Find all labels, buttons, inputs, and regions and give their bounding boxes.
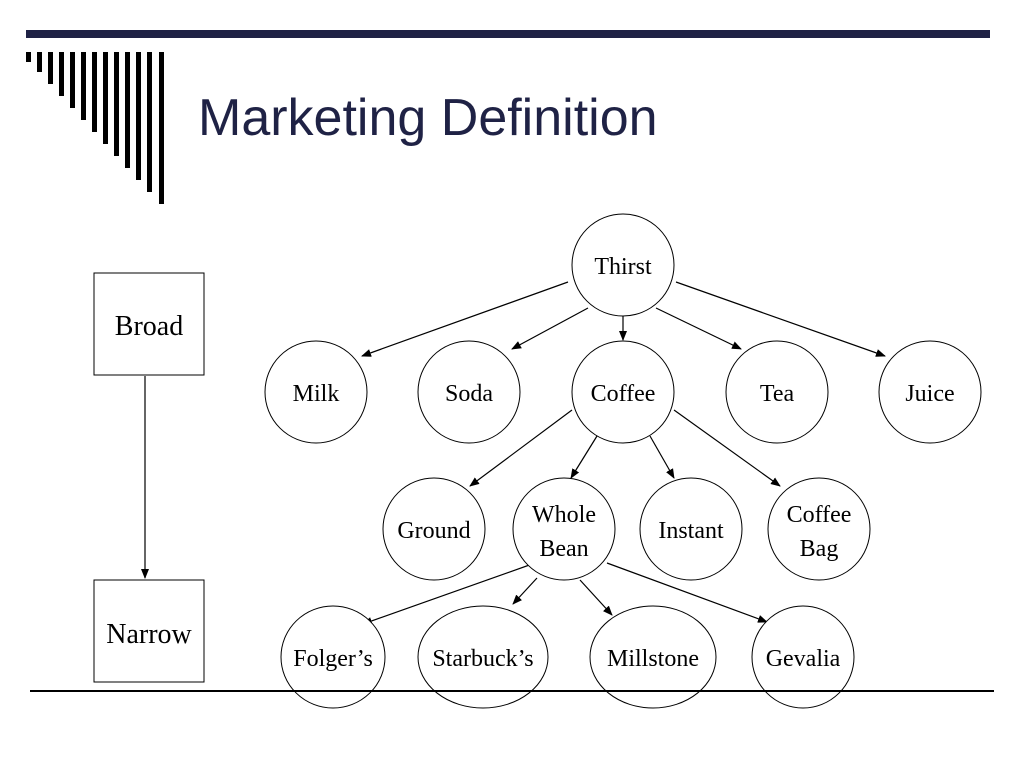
node-coffee-bag <box>767 477 871 581</box>
page-title: Marketing Definition <box>198 89 658 147</box>
node-coffee-bag-label-line1: Coffee <box>787 502 852 528</box>
node-gevalia-label: Gevalia <box>766 646 841 672</box>
node-whole-bean <box>512 477 616 581</box>
deco-bar <box>103 52 108 144</box>
deco-bar <box>59 52 64 96</box>
edge-coffee-instant <box>649 435 675 479</box>
node-ground <box>382 477 486 581</box>
deco-bar <box>159 52 164 204</box>
deco-bar <box>26 52 31 62</box>
node-coffee-label: Coffee <box>591 381 656 407</box>
deco-bar <box>70 52 75 108</box>
node-instant-label: Instant <box>658 518 724 544</box>
top-rule <box>26 30 990 38</box>
broad-label: Broad <box>115 311 183 342</box>
node-coffee-bag-label-line2: Bag <box>800 536 839 562</box>
node-starbucks-label: Starbuck’s <box>432 646 533 672</box>
deco-bar <box>37 52 42 72</box>
node-milk-label: Milk <box>293 381 340 407</box>
node-milk <box>264 340 368 444</box>
node-thirst-label: Thirst <box>594 254 652 280</box>
node-folgers <box>280 605 386 709</box>
node-soda-label: Soda <box>445 381 493 407</box>
node-whole-bean-label-line2: Bean <box>539 536 588 562</box>
node-folgers-label: Folger’s <box>293 646 373 672</box>
deco-bar <box>125 52 130 168</box>
broad-box <box>93 272 205 376</box>
node-ground-label: Ground <box>397 518 470 544</box>
bottom-rule <box>30 690 994 692</box>
node-juice <box>878 340 982 444</box>
edge-wholebean-millstone <box>579 579 613 616</box>
narrow-box <box>93 579 205 683</box>
edge-coffee-wholebean <box>570 435 598 479</box>
edge-thirst-milk <box>361 281 569 357</box>
edge-wholebean-folgers <box>362 562 536 625</box>
deco-bar <box>81 52 86 120</box>
node-starbucks <box>417 605 549 709</box>
edge-wholebean-gevalia <box>606 562 768 623</box>
node-tea-label: Tea <box>760 381 795 407</box>
edge-thirst-soda <box>511 307 589 350</box>
edge-thirst-tea <box>655 307 742 350</box>
node-instant <box>639 477 743 581</box>
deco-bar <box>147 52 152 192</box>
edge-wholebean-starbucks <box>512 577 538 605</box>
node-tea <box>725 340 829 444</box>
node-soda <box>417 340 521 444</box>
node-whole-bean-label-line1: Whole <box>532 502 596 528</box>
node-thirst <box>571 213 675 317</box>
node-millstone-label: Millstone <box>607 646 699 672</box>
deco-bar <box>92 52 97 132</box>
narrow-label: Narrow <box>106 619 192 650</box>
edge-coffee-ground <box>469 409 573 487</box>
node-juice-label: Juice <box>905 381 954 407</box>
edge-thirst-juice <box>675 281 886 357</box>
deco-bar <box>136 52 141 180</box>
edge-coffee-coffeebag <box>673 409 781 487</box>
node-millstone <box>589 605 717 709</box>
deco-bar <box>114 52 119 156</box>
decorative-bars <box>0 0 200 220</box>
node-gevalia <box>751 605 855 709</box>
node-coffee <box>571 340 675 444</box>
deco-bar <box>48 52 53 84</box>
